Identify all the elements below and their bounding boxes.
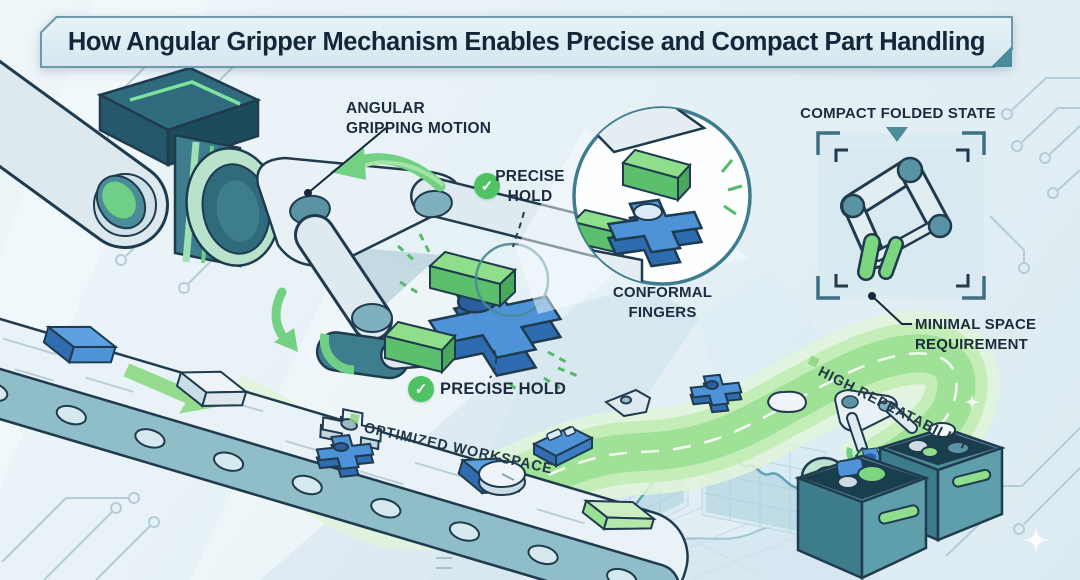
part-blue-card bbox=[531, 425, 595, 468]
grip-sparkle-dashes bbox=[397, 233, 579, 396]
compact-folded-box bbox=[816, 127, 986, 325]
bin-front bbox=[794, 454, 930, 580]
part-bins bbox=[794, 422, 1006, 580]
label-precise-hold-bottom: PRECISE HOLD bbox=[440, 380, 567, 398]
part-blue-box bbox=[42, 325, 119, 365]
label-conformal-fingers: CONFORMAL FINGERS bbox=[612, 284, 713, 321]
mount-box bbox=[96, 66, 262, 168]
flow-parts bbox=[313, 372, 808, 496]
belt-rollers bbox=[0, 381, 638, 580]
banner-fill: How Angular Gripper Mechanism Enables Pr… bbox=[42, 18, 1011, 66]
conveyor-belt bbox=[0, 300, 689, 580]
checkmark-icon: ✓ bbox=[474, 173, 500, 199]
main-gripper bbox=[0, 59, 626, 396]
folded-linkage bbox=[840, 156, 953, 281]
finger-pad-upper bbox=[427, 250, 518, 309]
part-light-box bbox=[175, 370, 249, 408]
finger-pad-lower bbox=[383, 320, 457, 375]
page-title: How Angular Gripper Mechanism Enables Pr… bbox=[67, 27, 986, 56]
sparkle-icon bbox=[1023, 527, 1049, 553]
label-angular-gripping-motion: ANGULAR GRIPPING MOTION bbox=[346, 100, 492, 138]
label-precise-hold-top: PRECISE HOLD bbox=[495, 168, 565, 206]
checkmark-icon: ✓ bbox=[408, 376, 434, 402]
pointer-triangle bbox=[886, 127, 908, 142]
banner-corner-accent bbox=[991, 46, 1012, 67]
label-compact-folded-state: COMPACT FOLDED STATE bbox=[800, 105, 996, 122]
leader-lines bbox=[304, 127, 525, 379]
part-green-flat bbox=[581, 499, 657, 531]
part-blue-gear-2 bbox=[687, 372, 745, 415]
title-banner: How Angular Gripper Mechanism Enables Pr… bbox=[40, 16, 1013, 68]
down-arrow-icon bbox=[271, 287, 298, 352]
green-square-bullet bbox=[349, 413, 360, 424]
label-minimal-space-requirement: MINIMAL SPACE REQUIREMENT bbox=[915, 316, 1037, 353]
part-blob bbox=[766, 390, 808, 414]
part-puck bbox=[478, 460, 526, 496]
part-blue-gear bbox=[313, 432, 377, 480]
part-bracket bbox=[604, 388, 652, 418]
curved-arrow-icon bbox=[330, 148, 446, 192]
